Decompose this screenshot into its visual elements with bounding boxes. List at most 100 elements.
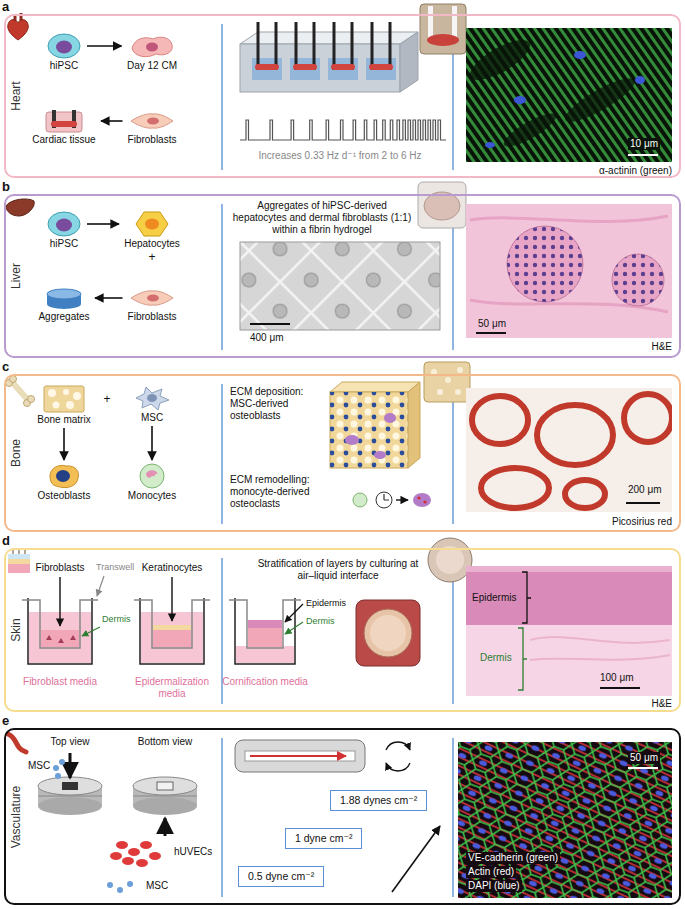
histology-image [522,572,531,623]
fluorescence-image [458,742,672,898]
skin-photo [356,538,472,666]
cell-icon [50,465,79,487]
transwell [171,577,172,621]
shear-stress-box: 0.5 dyne cm⁻² [238,866,324,887]
histology-image [481,468,549,508]
stain-label: α-actinin (green) [599,165,672,177]
bioreactor-array [240,44,400,92]
cell-label: Monocytes [126,490,179,502]
cell-icon [42,384,86,414]
remodelling-icons [376,492,392,508]
box-text: 1 dyne cm⁻² [295,832,352,845]
micrograph [500,108,560,152]
cell-icon [140,464,164,488]
remodelling-icons [396,499,408,500]
micrograph [465,28,672,162]
cell-icon [134,462,170,490]
transwell [22,576,104,664]
process-note: ECM deposition: MSC-derived osteoblasts [230,386,330,422]
pacing-note: Increases 0.33 Hz d⁻¹ from 2 to 6 Hz [258,150,421,162]
layer-label: Dermis [306,616,335,627]
organ-name: Liver [9,263,23,289]
scaffold-illustration [384,413,396,423]
layer-label: Epidermis [472,592,516,604]
bioreactor-array [240,22,418,92]
cell-icon [53,402,60,409]
cell-node: hiPSC [44,32,84,72]
bioreactor-disc [127,881,133,887]
process-note: Stratification of layers by culturing at… [253,558,423,582]
cell-node: MSC [130,384,174,424]
cell-icon [146,470,158,477]
stain-label: Picosirius red [612,516,672,528]
plus-sign: + [148,250,155,264]
cell-label: hUVECs [174,846,212,858]
remodelling-icons [384,494,389,500]
cell-icon [132,384,172,412]
bioreactor-disc [157,782,173,790]
arrow-connector [101,120,123,122]
bioreactor-array [331,64,355,70]
organ-icon [8,554,30,559]
cell-icon [46,32,82,60]
cell-label: Osteoblasts [36,490,93,502]
bioreactor-disc [38,796,102,797]
cell-icon [46,462,82,490]
view-label: Bottom view [138,736,192,748]
organ-icon [10,376,17,383]
fluorescence-image [458,742,672,898]
cell-icon [51,121,77,127]
micrograph [514,96,526,104]
bioreactor-array [255,64,279,70]
micrograph [628,154,658,156]
scaffold-illustration [345,435,359,445]
transwell [82,627,100,636]
flow-chamber [235,740,440,892]
arrow-connector [95,297,123,299]
cell-node: Fibroblasts [126,285,179,323]
media-label: Cornification media [220,676,310,688]
micrograph [485,142,495,148]
cell-node: Bone matrix [35,384,93,426]
histology-image [626,502,660,504]
cell-node: Fibroblasts [126,108,179,146]
scale-label: 400 μm [250,332,284,344]
cell-icon [129,285,175,311]
bioreactor-disc [149,852,161,860]
transwell [97,576,104,596]
flow-chamber [250,755,346,757]
histology-image [472,396,528,444]
remodelling-icons [353,493,367,507]
bioreactor-disc [164,818,167,836]
cell-icon [56,219,72,232]
micrograph [635,76,645,84]
scaffold-illustration [330,392,408,468]
column-divider [222,24,453,897]
transwell [248,620,282,628]
transwell [229,600,301,648]
skin-photo [428,538,472,582]
remodelling-icons [413,493,431,507]
flow-chamber [386,742,410,750]
cell-label: Fibroblasts [36,562,85,574]
cell-node: Hepatocytes [122,210,182,250]
micrograph [240,242,440,330]
panel-letter: c [2,360,9,374]
bioreactor-disc [55,773,61,779]
cell-icon [146,43,158,52]
histology-image [466,566,672,696]
cell-label: Cardiac tissue [30,134,98,146]
transwell [229,598,303,664]
histology-image [466,566,672,700]
flow-chamber [392,826,440,892]
bioreactor-disc [38,777,102,795]
hydrogel-photo [424,192,460,220]
cell-label: Bone matrix [35,414,93,426]
box-text: 1.88 dynes cm⁻² [340,794,417,807]
bioreactor-disc [107,882,113,888]
arrow-connector [87,223,119,225]
pacing-waveform [240,120,446,140]
organ-name: Bone [9,439,23,467]
bioreactor-disc [117,887,123,893]
